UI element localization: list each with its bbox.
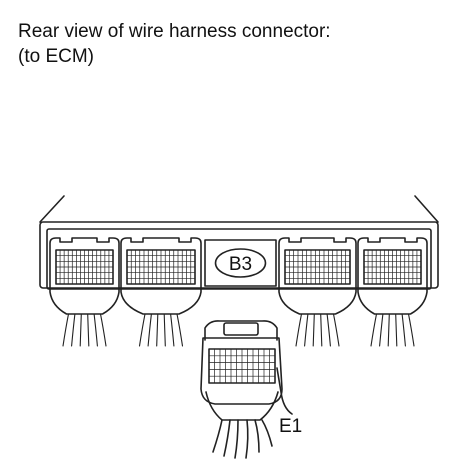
connector-left-outer: [49, 237, 120, 347]
connector-left-inner: [120, 237, 202, 347]
ecm-connectors: [49, 237, 428, 347]
e1-connector: [200, 320, 293, 459]
b3-badge-frame: [204, 239, 277, 287]
connector-right-outer: [357, 237, 428, 347]
diagram-heading: Rear view of wire harness connector: (to…: [18, 19, 331, 69]
b3-label: B3: [229, 254, 252, 275]
e1-pin-label: E1: [279, 416, 302, 437]
heading-line-1: Rear view of wire harness connector:: [18, 21, 331, 42]
ecm-housing: [39, 195, 439, 290]
heading-line-2: (to ECM): [18, 46, 94, 67]
connector-right-inner: [278, 237, 357, 347]
